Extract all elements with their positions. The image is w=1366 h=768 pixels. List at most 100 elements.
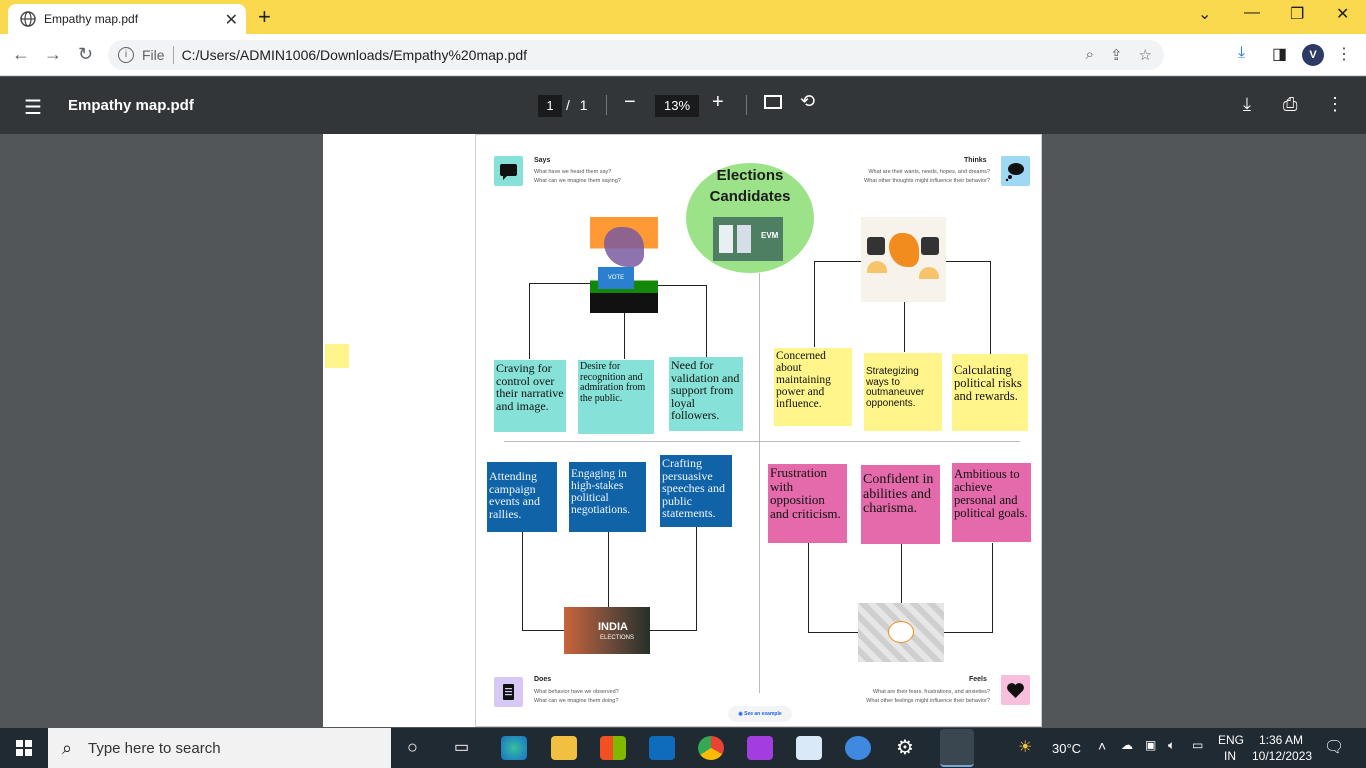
zoom-out-button[interactable]: − <box>624 91 636 113</box>
feels-prompt-1: What are their fears, frustrations, and … <box>872 689 990 695</box>
edge-icon[interactable] <box>501 736 527 760</box>
page-count: / 1 <box>566 97 588 113</box>
connector <box>529 283 590 284</box>
does-prompt-1: What behavior have we observed? <box>534 689 619 695</box>
windows-start-icon[interactable] <box>16 740 32 756</box>
network-icon[interactable]: ▣ <box>1145 738 1157 752</box>
file-explorer-icon[interactable] <box>551 736 577 760</box>
persona-title-line-2: Candidates <box>709 188 791 205</box>
photos-app-icon[interactable] <box>796 736 822 760</box>
feels-note-2[interactable]: Confident in abilities and charisma. <box>861 465 940 544</box>
settings-gear-icon[interactable]: ⚙ <box>896 737 914 759</box>
toolbar-divider <box>746 95 747 115</box>
ballot-unit-shape <box>719 225 733 253</box>
side-panel-icon[interactable]: ◨ <box>1272 46 1288 63</box>
paint-app-icon[interactable] <box>845 736 871 760</box>
connector <box>696 527 697 631</box>
does-note-2[interactable]: Engaging in high-stakes political negoti… <box>569 462 646 532</box>
chrome-menu-icon[interactable]: ⋮ <box>1336 46 1352 63</box>
chrome-icon[interactable] <box>698 736 724 760</box>
persona-title-line-1: Elections <box>716 167 784 184</box>
does-prompt-2: What can we imagine them doing? <box>534 698 619 704</box>
weather-icon[interactable]: ☀ <box>1018 739 1033 756</box>
onedrive-icon[interactable]: ☁ <box>1121 738 1133 752</box>
print-icon[interactable]: ⎙ <box>1283 94 1298 114</box>
weather-temperature[interactable]: 30°C <box>1052 741 1082 756</box>
info-icon[interactable]: i <box>118 47 134 63</box>
says-note-2[interactable]: Desire for recognition and admiration fr… <box>578 360 654 434</box>
connector <box>944 632 993 633</box>
zoom-icon[interactable]: ⌕ <box>1085 46 1094 63</box>
skyline-silhouette <box>590 293 658 313</box>
feels-note-3[interactable]: Ambitious to achieve personal and politi… <box>952 463 1031 542</box>
hamburger-menu-icon[interactable]: ☰ <box>24 97 42 119</box>
store-icon[interactable] <box>600 736 626 760</box>
election-symbols-image <box>858 603 944 662</box>
forward-button[interactable]: → <box>44 44 62 64</box>
connector <box>608 532 609 607</box>
notifications-icon[interactable]: 🗨︎ <box>1324 739 1345 756</box>
zoom-in-button[interactable]: + <box>712 91 724 113</box>
clock-date[interactable]: 10/12/2023 <box>1252 749 1313 763</box>
thinks-note-3[interactable]: Calculating political risks and rewards. <box>952 354 1028 431</box>
tab-search-chevron-icon[interactable]: ⌄ <box>1198 6 1212 23</box>
clock-time[interactable]: 1:36 AM <box>1259 733 1304 747</box>
cortana-icon[interactable]: ○ <box>407 737 418 757</box>
mail-icon[interactable] <box>649 736 675 760</box>
fit-to-page-icon[interactable] <box>764 95 782 109</box>
download-icon[interactable]: ⤓ <box>1238 44 1246 61</box>
says-note-1[interactable]: Craving for control over their narrative… <box>494 360 566 432</box>
chrome-active-icon[interactable] <box>940 729 974 767</box>
pdf-more-options-icon[interactable]: ⋮ <box>1326 94 1344 114</box>
connector <box>529 283 530 359</box>
page-total: 1 <box>579 97 588 113</box>
volume-icon[interactable]: 🔈︎ <box>1168 738 1176 752</box>
election-infographic-image <box>861 217 946 302</box>
close-tab-icon[interactable]: ✕ <box>224 12 238 29</box>
battery-icon[interactable]: ▭ <box>1192 738 1204 752</box>
language-line-1[interactable]: ENG <box>1218 733 1245 747</box>
see-example-button[interactable]: ◉ See an example <box>728 706 792 722</box>
says-note-3[interactable]: Need for validation and support from loy… <box>669 357 743 431</box>
task-view-icon[interactable]: ▭ <box>454 739 470 756</box>
says-heading: Says <box>534 157 551 164</box>
does-note-3[interactable]: Crafting persuasive speeches and public … <box>660 455 732 527</box>
minimize-button[interactable]: — <box>1244 4 1260 21</box>
thinks-note-1[interactable]: Concerned about maintaining power and in… <box>774 348 852 426</box>
wps-office-icon[interactable] <box>747 736 773 760</box>
thinks-icon <box>1001 156 1030 186</box>
pdf-download-icon[interactable]: ⤓ <box>1243 94 1251 114</box>
maximize-button[interactable]: ❐ <box>1290 6 1305 23</box>
thinks-note-2[interactable]: Strategizing ways to outmaneuver opponen… <box>864 353 942 431</box>
page-number-input[interactable]: 1 <box>538 95 562 117</box>
sticky-note-marker[interactable] <box>325 344 349 368</box>
taskbar-search-box[interactable]: ⌕ Type here to search <box>48 728 391 768</box>
zoom-level-input[interactable]: 13% <box>655 95 699 117</box>
show-hidden-icons-chevron[interactable]: ˄ <box>1098 738 1107 754</box>
infographic-gauge-left <box>867 261 887 273</box>
back-button[interactable]: ← <box>12 44 30 64</box>
center-emblem <box>888 621 914 643</box>
close-window-button[interactable]: ✕ <box>1336 6 1350 23</box>
new-tab-button[interactable]: + <box>258 4 271 29</box>
language-line-2[interactable]: IN <box>1224 749 1236 763</box>
india-map-shape <box>604 227 644 267</box>
reload-button[interactable]: ↻ <box>78 44 94 64</box>
browser-tab[interactable]: Empathy map.pdf ✕ <box>8 4 246 34</box>
connector <box>658 285 706 286</box>
pdf-page-left-margin <box>323 134 475 727</box>
rotate-icon[interactable]: ⟲ <box>800 91 816 111</box>
feels-note-1[interactable]: Frustration with opposition and criticis… <box>768 464 847 543</box>
connector <box>946 261 990 262</box>
address-bar[interactable]: i File C:/Users/ADMIN1006/Downloads/Empa… <box>108 40 1164 70</box>
share-icon[interactable]: ⇪ <box>1109 47 1123 64</box>
search-icon: ⌕ <box>62 738 73 758</box>
connector <box>808 543 809 633</box>
bookmark-star-icon[interactable]: ☆ <box>1138 47 1152 64</box>
ballot-box: VOTE <box>598 267 634 289</box>
connector <box>522 630 564 631</box>
connector <box>650 630 697 631</box>
does-note-1[interactable]: Attending campaign events and rallies. <box>487 462 557 532</box>
connector <box>624 313 625 359</box>
profile-avatar[interactable]: V <box>1302 44 1324 66</box>
